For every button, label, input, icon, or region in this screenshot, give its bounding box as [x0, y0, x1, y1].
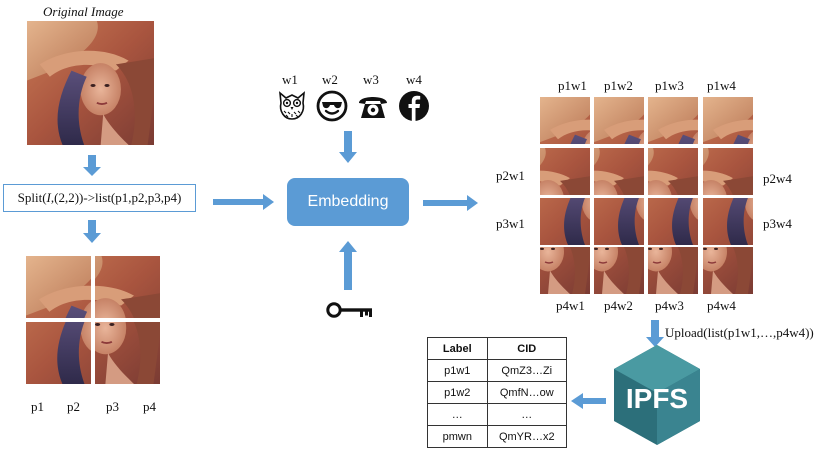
- piece-label-p3: p3: [106, 399, 119, 414]
- ipfs-label: IPFS: [626, 383, 688, 414]
- watermarked-tile: [594, 198, 644, 245]
- split-prefix: Split(: [17, 190, 47, 205]
- watermark-label-w1: w1: [282, 72, 298, 87]
- watermarked-tile: [594, 97, 644, 144]
- table-header-cid: CID: [486, 337, 568, 360]
- table-cell-cid: QmYR…x2: [486, 425, 568, 448]
- grid-top-label-2: p1w2: [604, 78, 633, 93]
- grid-bottom-label-3: p4w3: [655, 298, 684, 313]
- facebook-icon: [399, 91, 429, 121]
- arrow-split-to-pieces: [83, 220, 101, 243]
- split-rest: ,(2,2))->list(p1,p2,p3,p4): [50, 190, 182, 205]
- watermark-label-w2: w2: [322, 72, 338, 87]
- watermarked-tile: [703, 97, 753, 144]
- grid-bottom-label-2: p4w2: [604, 298, 633, 313]
- embedding-label: Embedding: [307, 193, 389, 210]
- table-row: … …: [427, 403, 568, 426]
- table-header-row: Label CID: [427, 337, 568, 360]
- owl-icon: [279, 91, 305, 120]
- table-cell-cid: QmZ3…Zi: [486, 359, 568, 382]
- original-image-caption: Original Image: [43, 4, 124, 19]
- arrow-key-to-embedding: [339, 241, 357, 290]
- table-cell-cid: …: [486, 403, 568, 426]
- smiley-sunglasses-icon: [316, 90, 348, 122]
- arrow-original-to-split: [83, 155, 101, 176]
- arrow-watermarks-to-embedding: [339, 131, 357, 163]
- split-arg-i: I: [46, 190, 51, 205]
- piece-label-p1: p1: [31, 399, 44, 414]
- piece-label-p2: p2: [67, 399, 80, 414]
- grid-bottom-label-1: p4w1: [556, 298, 585, 313]
- key-icon: [326, 302, 372, 318]
- table-cell-label: p1w2: [427, 381, 488, 404]
- table-row: p1w1 QmZ3…Zi: [427, 359, 568, 382]
- table-cell-label: …: [427, 403, 488, 426]
- watermarked-tile: [540, 198, 590, 245]
- grid-left-label-2: p3w1: [496, 216, 525, 231]
- watermarked-tile: [703, 247, 753, 294]
- watermarked-tile: [703, 148, 753, 195]
- watermarked-tile: [594, 247, 644, 294]
- watermarked-tile: [540, 97, 590, 144]
- arrow-embedding-to-grid: [423, 195, 478, 211]
- grid-top-label-1: p1w1: [558, 78, 587, 93]
- piece-label-p4: p4: [143, 399, 156, 414]
- cid-table: Label CID p1w1 QmZ3…Zi p1w2 QmfN…ow … … …: [427, 337, 568, 448]
- grid-top-label-4: p1w4: [707, 78, 736, 93]
- table-cell-label: p1w1: [427, 359, 488, 382]
- table-cell-label: pmwn: [427, 425, 488, 448]
- grid-right-label-1: p2w4: [763, 171, 792, 186]
- watermarked-tile: [648, 97, 698, 144]
- watermarked-tile: [648, 198, 698, 245]
- ipfs-logo: IPFS: [614, 345, 700, 445]
- grid-right-label-2: p3w4: [763, 216, 792, 231]
- watermarked-tile: [648, 247, 698, 294]
- grid-top-label-3: p1w3: [655, 78, 684, 93]
- watermarked-tile: [594, 148, 644, 195]
- table-header-label: Label: [427, 337, 488, 360]
- embedding-box: Embedding: [287, 178, 409, 226]
- arrow-grid-to-ipfs: [646, 320, 664, 347]
- arrow-ipfs-to-table: [571, 393, 606, 409]
- grid-bottom-label-4: p4w4: [707, 298, 736, 313]
- grid-left-label-1: p2w1: [496, 168, 525, 183]
- upload-label: Upload(list(p1w1,…,p4w4)): [665, 325, 814, 340]
- watermarked-tile: [648, 148, 698, 195]
- watermarked-tile: [540, 148, 590, 195]
- telephone-icon: [359, 97, 387, 118]
- arrow-split-to-embedding: [213, 194, 274, 210]
- watermarked-tile: [540, 247, 590, 294]
- table-row: pmwn QmYR…x2: [427, 425, 568, 448]
- table-cell-cid: QmfN…ow: [486, 381, 568, 404]
- watermarked-tile: [703, 198, 753, 245]
- watermark-label-w3: w3: [363, 72, 379, 87]
- table-row: p1w2 QmfN…ow: [427, 381, 568, 404]
- split-function-box: Split(I,(2,2))->list(p1,p2,p3,p4): [3, 184, 196, 212]
- watermark-label-w4: w4: [406, 72, 422, 87]
